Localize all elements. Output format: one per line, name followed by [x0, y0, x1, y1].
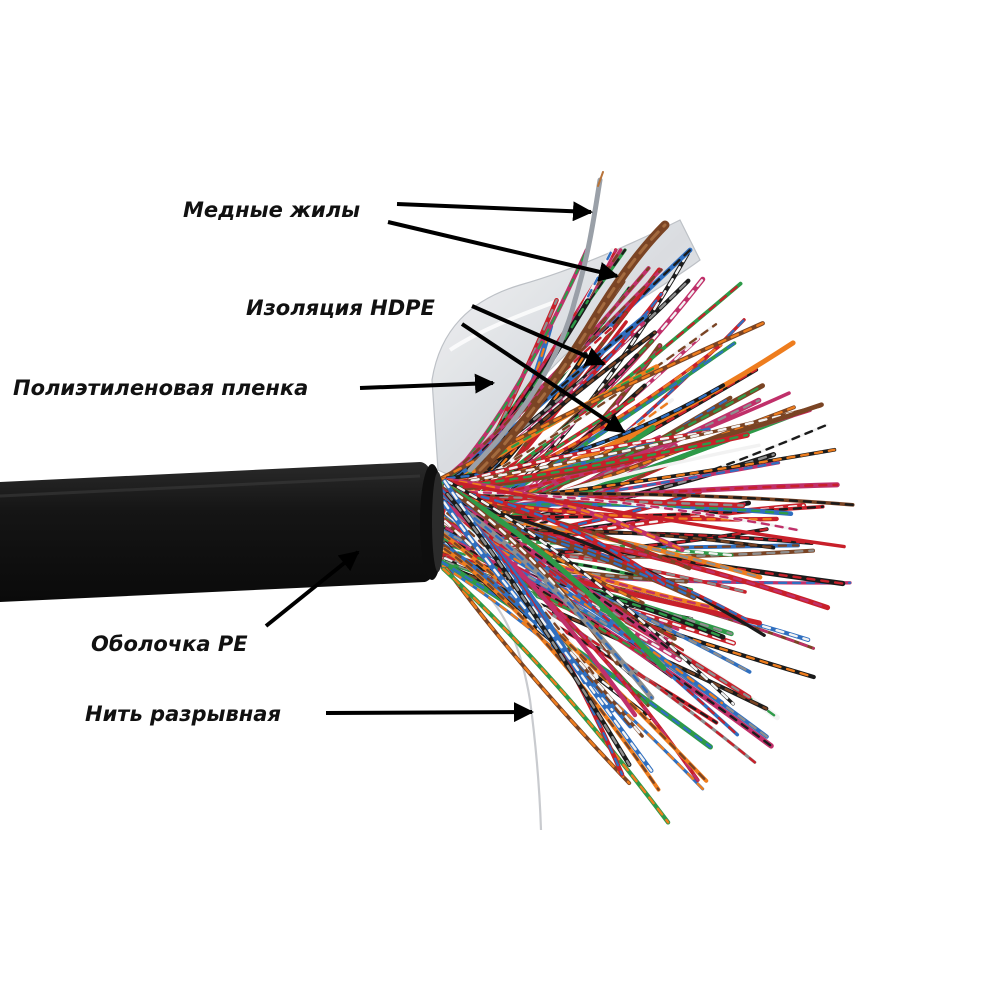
wire-strand-twist	[445, 509, 751, 699]
wire-strand-twist	[439, 353, 587, 524]
wire-strand-twist	[446, 555, 756, 764]
cable-core-face	[432, 472, 444, 572]
label-pe-sheath: Оболочка PE	[91, 632, 248, 656]
wire-strand-twist	[441, 482, 665, 670]
wire-strand-twist	[440, 515, 724, 705]
wire-strand-twist	[446, 384, 725, 480]
arrow-icon	[471, 304, 606, 366]
label-ripcord-thread: Нить разрывная	[85, 702, 281, 726]
wire-strand	[442, 404, 823, 487]
arrow-icon	[396, 201, 593, 222]
wire-strand-twist	[443, 354, 639, 515]
copper-wire-grey	[467, 177, 603, 473]
label-polyethylene-film: Полиэтиленовая пленка	[13, 376, 309, 400]
arrow-icon	[325, 702, 534, 723]
arrow-icon	[264, 550, 360, 628]
cable-sheath-highlight	[0, 474, 421, 498]
arrow-icon	[359, 373, 495, 394]
label-copper-wires: Медные жилы	[183, 198, 361, 222]
wire-strand-twist	[445, 565, 718, 724]
wire-strand-twist	[443, 547, 660, 791]
wire-strand-twist	[446, 493, 631, 766]
copper-wire-brown-stripe	[478, 223, 667, 472]
ripcord-thread	[469, 579, 543, 831]
wire-strand-twist	[442, 567, 670, 824]
wire-strand-twist	[443, 480, 653, 772]
wire-strand-twist	[439, 299, 589, 509]
copper-wire-tip	[597, 171, 604, 187]
wire-strand-twist	[444, 479, 735, 706]
wire-strand-twist	[440, 490, 799, 532]
cable-sheath	[0, 462, 443, 602]
arrow-icon	[460, 322, 626, 434]
wire-strand-twist	[445, 567, 631, 785]
polyethylene-film-highlight	[448, 298, 561, 352]
label-hdpe-insulation: Изоляция HDPE	[246, 296, 435, 320]
wire-strand-twist	[438, 528, 768, 555]
wire-strand-twist	[442, 533, 708, 782]
annotation-arrows	[264, 201, 626, 723]
wire-strand-twist	[442, 279, 690, 487]
wire-strand-twist	[439, 344, 722, 503]
wire-strand-twist	[442, 544, 800, 555]
wire-strand-twist	[441, 267, 650, 482]
arrow-icon	[387, 220, 619, 282]
wire-strand-twist	[443, 502, 793, 515]
wire-strand-twist	[444, 444, 677, 568]
wire-strand-twist	[445, 546, 733, 635]
wire-strand-twist	[445, 501, 750, 545]
wire-strand-twist	[441, 529, 775, 549]
wire-strand-twist	[443, 520, 644, 738]
wire-strand-twist	[445, 479, 846, 548]
wire-strand-twist	[439, 492, 854, 506]
